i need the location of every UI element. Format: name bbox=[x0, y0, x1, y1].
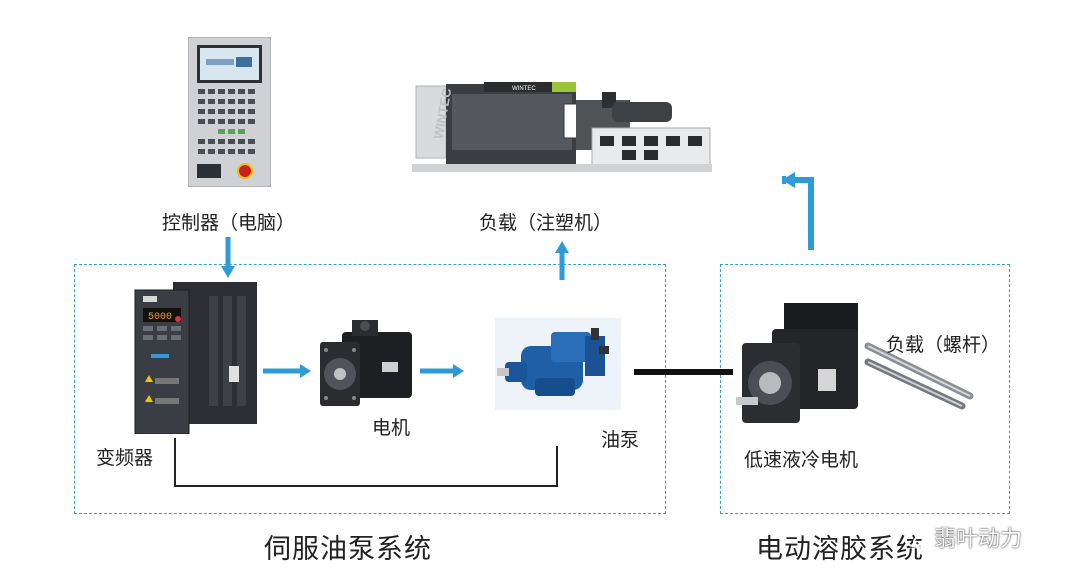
machine-brand-text: WINTEC bbox=[512, 86, 536, 92]
controller-label: 控制器（电脑） bbox=[162, 212, 296, 234]
pump-image bbox=[495, 318, 621, 410]
motor-image bbox=[318, 318, 418, 410]
watermark: 翡叶动力 bbox=[904, 521, 1022, 553]
lowspeed-motor-label: 低速液冷电机 bbox=[744, 449, 859, 471]
servo-system-title: 伺服油泵系统 bbox=[264, 534, 432, 565]
load-up-arrow bbox=[555, 241, 569, 280]
inverter-image: 5000 bbox=[133, 282, 257, 435]
pump-label: 油泵 bbox=[601, 429, 640, 451]
screw-image bbox=[862, 338, 974, 410]
inverter-display-text: 5000 bbox=[148, 312, 172, 323]
lowspeed-motor-image bbox=[736, 303, 862, 427]
inverter-label: 变频器 bbox=[96, 447, 154, 469]
inverter-to-motor-arrow bbox=[263, 364, 311, 378]
controller-image bbox=[187, 36, 272, 188]
servo-system-box bbox=[74, 264, 666, 514]
motor-to-pump-arrow bbox=[420, 364, 464, 378]
load-screw-label: 负载（螺杆） bbox=[886, 334, 1001, 356]
electric-system-title: 电动溶胶系统 bbox=[756, 534, 924, 565]
feedback-loop-line bbox=[174, 438, 558, 487]
load-injection-label: 负载（注塑机） bbox=[479, 212, 613, 234]
injection-machine-image: WINTEC WINTEC bbox=[412, 80, 718, 176]
electric-system-up-arrow bbox=[782, 172, 814, 250]
wechat-icon bbox=[904, 530, 930, 550]
controller-down-arrow bbox=[221, 237, 235, 278]
motor-label: 电机 bbox=[372, 417, 411, 439]
electric-system-box bbox=[720, 264, 1010, 514]
watermark-text: 翡叶动力 bbox=[934, 527, 1023, 552]
